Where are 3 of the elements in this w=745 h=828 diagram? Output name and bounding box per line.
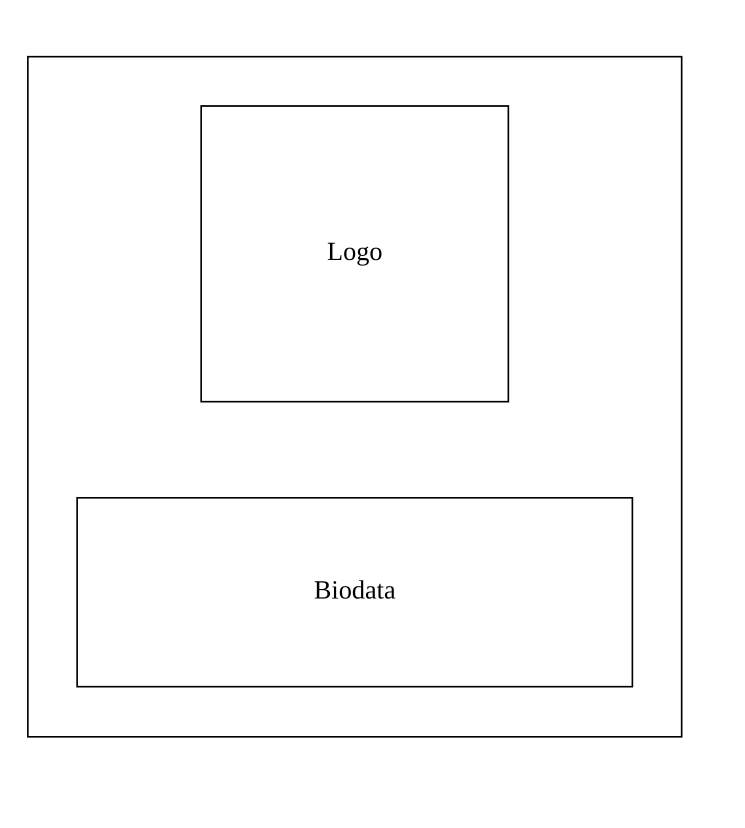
node-box: Biodata [76, 496, 634, 688]
cluster [27, 55, 682, 738]
node-box: Logo [200, 104, 510, 402]
